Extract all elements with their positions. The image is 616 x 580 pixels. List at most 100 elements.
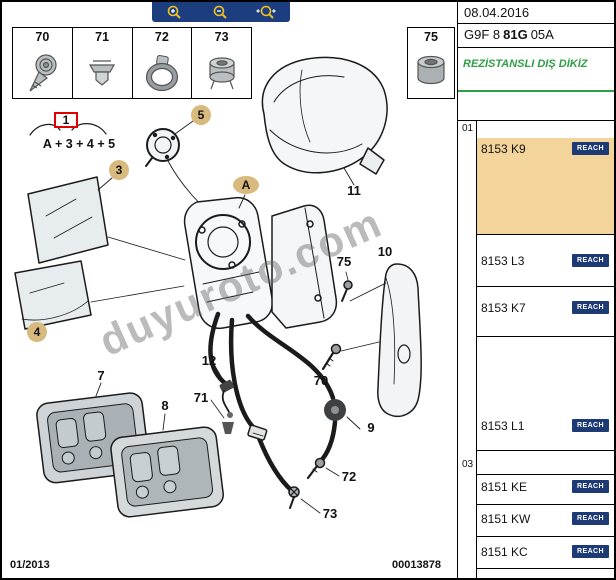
- callout-9: 9: [367, 420, 375, 435]
- zoom-pan-button[interactable]: [253, 4, 281, 21]
- legend-number-73: 73: [214, 30, 229, 44]
- reach-badge[interactable]: REACH: [572, 142, 609, 155]
- revision-date: 01/2013: [10, 559, 50, 571]
- divider: [458, 23, 614, 24]
- part-row-8153L1[interactable]: 8153 L1 REACH: [477, 418, 613, 434]
- clip-icon: [89, 60, 116, 86]
- code-family: 81G: [503, 27, 528, 42]
- fasteners-legend: 70 71: [12, 27, 252, 99]
- divider: [458, 120, 614, 121]
- part-row-8153L3[interactable]: 8153 L3 REACH: [477, 253, 613, 269]
- callout-71: 71: [193, 390, 209, 405]
- code-prefix: G9F 8: [464, 27, 501, 42]
- magnifier-minus-icon: [213, 5, 227, 19]
- screw-icon: [29, 54, 57, 92]
- bushing-icon: [417, 55, 445, 85]
- legend-cell-72: 72: [133, 28, 193, 98]
- part-number[interactable]: 8153 K7: [481, 301, 526, 315]
- reach-badge[interactable]: REACH: [572, 512, 609, 525]
- screw-70: [321, 341, 380, 371]
- divider: [476, 450, 614, 451]
- wide-angle-glass-4: [14, 260, 185, 330]
- mirror-bracket-assembly-A: [183, 194, 338, 330]
- part-number[interactable]: 8151 KE: [481, 480, 528, 494]
- callout-3: 3: [109, 160, 129, 180]
- callout-11: 11: [347, 183, 361, 198]
- callout-1: 1: [54, 112, 78, 128]
- legend-cell-73: 73: [192, 28, 251, 98]
- part-row-8153K7[interactable]: 8153 K7 REACH: [477, 300, 613, 316]
- nut-icon: [209, 57, 235, 90]
- callout-A: A: [233, 176, 259, 194]
- part-description: REZİSTANSLI DIŞ DİKİZ: [463, 58, 588, 70]
- reach-badge[interactable]: REACH: [572, 545, 609, 558]
- legend-number-75: 75: [424, 30, 438, 44]
- legend-cell-75: 75: [407, 27, 455, 99]
- column-divider: [476, 120, 477, 578]
- magnifier-plus-icon: [167, 5, 181, 19]
- divider: [476, 568, 614, 569]
- zoom-in-button[interactable]: [161, 4, 189, 21]
- door-bracket-10: [377, 263, 422, 418]
- divider: [476, 234, 614, 235]
- divider: [458, 47, 614, 48]
- part-row-8151KC[interactable]: 8151 KC REACH: [477, 544, 613, 560]
- group-label-03: 03: [462, 459, 474, 470]
- reach-badge[interactable]: REACH: [572, 419, 609, 432]
- callout-5: 5: [191, 105, 211, 125]
- callout-72: 72: [341, 469, 357, 484]
- part-number[interactable]: 8153 L1: [481, 419, 525, 433]
- divider: [476, 474, 614, 475]
- reach-badge[interactable]: REACH: [572, 480, 609, 493]
- callout-7: 7: [97, 368, 105, 383]
- catalog-date: 08.04.2016: [464, 5, 530, 20]
- connector-12: [214, 365, 234, 418]
- part-number[interactable]: 8153 L3: [481, 254, 525, 268]
- part-number[interactable]: 8151 KW: [481, 512, 531, 526]
- part-number[interactable]: 8151 KC: [481, 545, 528, 559]
- exploded-diagram: [14, 56, 422, 518]
- document-number: 00013878: [392, 559, 441, 571]
- diagram-area: 70 71: [2, 2, 457, 578]
- part-row-8153K9[interactable]: 8153 K9 REACH: [477, 141, 613, 157]
- mirror-glass-3: [27, 176, 186, 264]
- callout-75: 75: [336, 254, 352, 269]
- mirror-housing-11: [261, 56, 388, 186]
- callout-73: 73: [322, 506, 338, 521]
- clamp-icon: [145, 55, 178, 92]
- screw-73: [288, 486, 321, 514]
- part-number[interactable]: 8153 K9: [481, 142, 526, 156]
- screw-75: [341, 271, 387, 302]
- reach-badge[interactable]: REACH: [572, 301, 609, 314]
- divider: [476, 536, 614, 537]
- callout-12: 12: [201, 353, 217, 368]
- legend-number-71: 71: [95, 30, 110, 44]
- callout-70: 70: [313, 373, 329, 388]
- divider: [476, 336, 614, 337]
- legend-number-72: 72: [154, 30, 169, 44]
- part-row-8151KE[interactable]: 8151 KE REACH: [477, 479, 613, 495]
- legend-number-70: 70: [35, 30, 50, 44]
- grommet-9: [324, 399, 361, 430]
- callout-10: 10: [377, 244, 393, 259]
- green-divider: [458, 90, 614, 92]
- divider: [476, 504, 614, 505]
- mirror-motor-5: [145, 120, 217, 219]
- callout-8: 8: [161, 398, 169, 413]
- magnifier-arrows-icon: [256, 5, 276, 19]
- part-row-8151KW[interactable]: 8151 KW REACH: [477, 511, 613, 527]
- code-suffix: 05A: [530, 27, 554, 42]
- assembly-formula: A + 3 + 4 + 5: [42, 137, 116, 151]
- clip-71: [210, 399, 234, 434]
- callout-4: 4: [27, 322, 47, 342]
- wiring-harness: [208, 311, 338, 494]
- screw-72: [306, 457, 340, 480]
- zoom-toolbar: [152, 2, 290, 22]
- legend-cell-70: 70: [13, 28, 73, 98]
- reach-badge[interactable]: REACH: [572, 254, 609, 267]
- legend-cell-71: 71: [73, 28, 133, 98]
- zoom-out-button[interactable]: [207, 4, 235, 21]
